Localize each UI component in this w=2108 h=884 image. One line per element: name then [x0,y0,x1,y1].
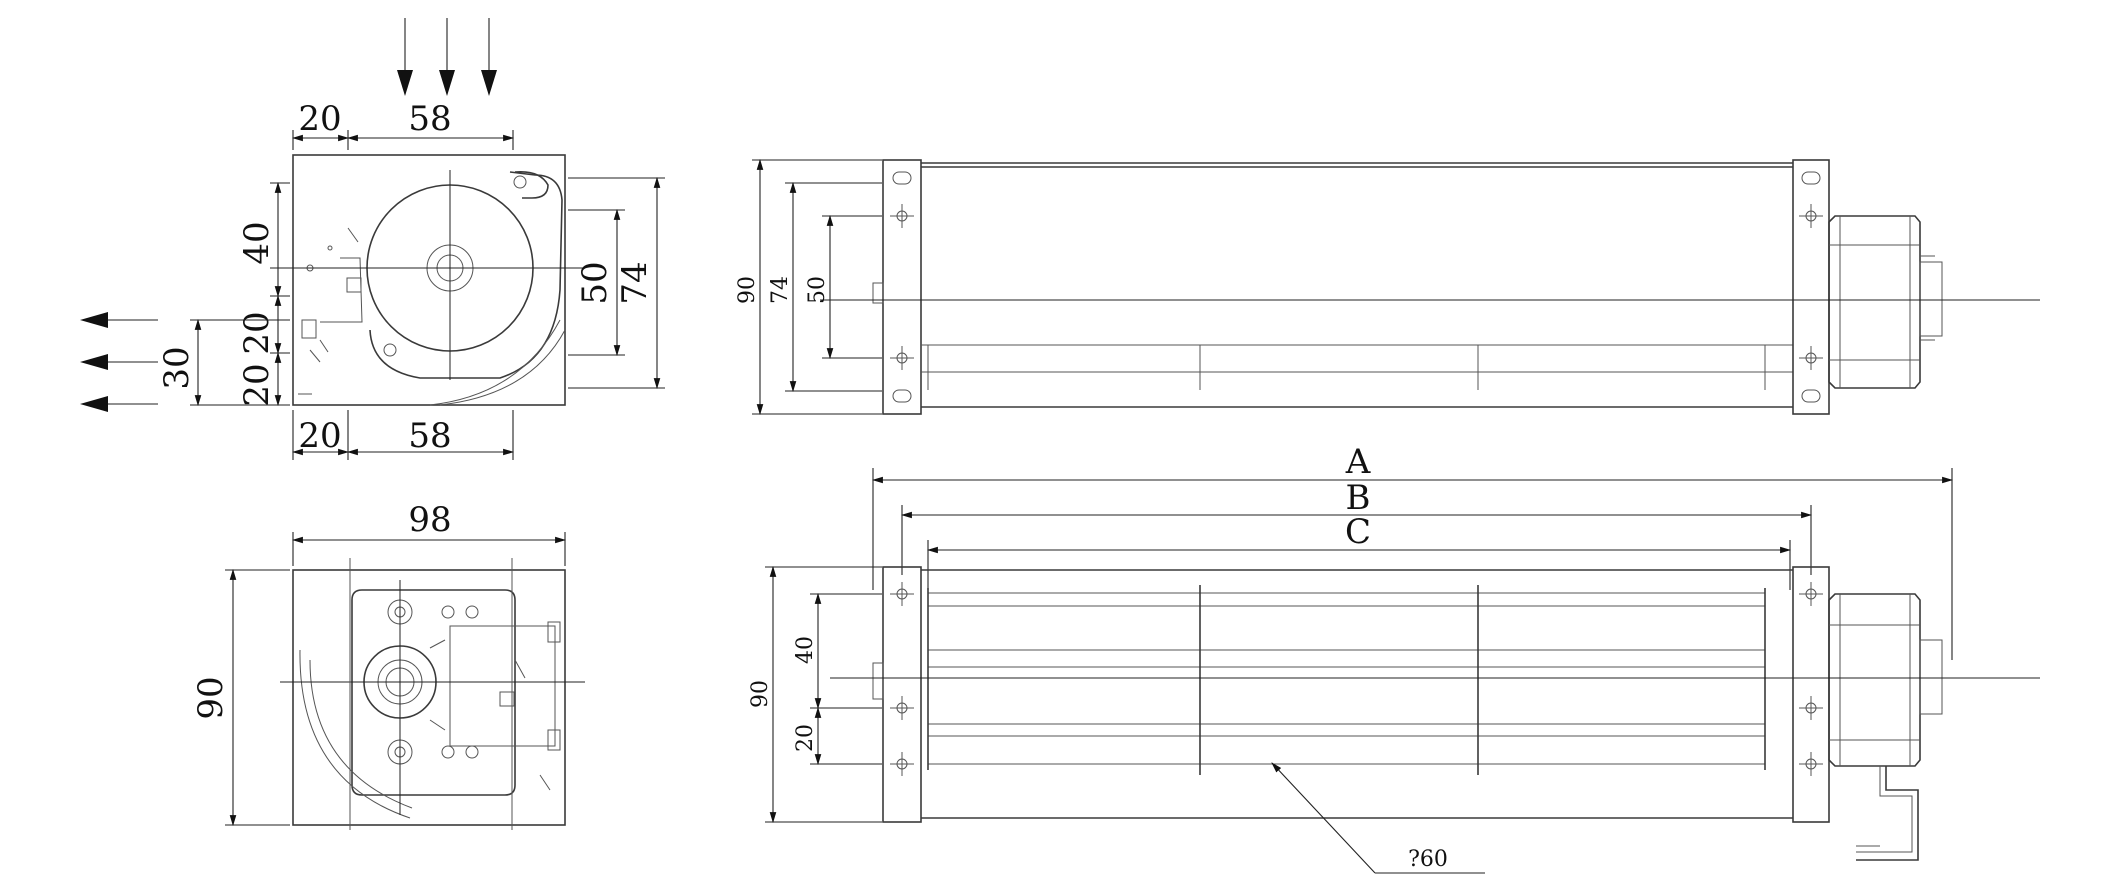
dim-diameter-60: ?60 [1408,847,1448,872]
dim-bot-58: 58 [408,416,451,456]
dim-side-50: 50 [805,276,830,304]
dim-side-90: 90 [735,276,760,304]
end-view-top: 20 58 40 20 20 30 50 74 20 58 [80,18,665,460]
dim-left-20a: 20 [237,311,277,354]
dim-left-40: 40 [237,221,277,264]
dim-front-90: 90 [748,680,773,708]
dim-right-50: 50 [575,261,615,304]
front-view-bottom: A B C [748,442,2040,874]
end-view-bottom: 98 90 [191,500,585,830]
dim-top-58: 58 [408,99,451,139]
dim-front-20: 20 [793,724,818,752]
airflow-out-arrows [80,312,158,412]
dim-end-98: 98 [408,500,451,540]
dim-left-20b: 20 [237,363,277,406]
airflow-in-arrows [397,18,497,96]
dim-end-90: 90 [191,676,231,719]
dim-B: B [1346,478,1371,518]
dim-A: A [1345,442,1371,482]
dim-front-40: 40 [793,636,818,664]
dim-C: C [1345,512,1371,552]
side-view-top: 90 74 50 [735,158,2040,416]
dim-top-20: 20 [298,99,341,139]
dim-left-30: 30 [157,346,197,389]
dim-bot-20: 20 [298,416,341,456]
dim-side-74: 74 [768,276,793,304]
motor-end-outline [292,569,566,826]
housing-outline [292,154,566,406]
dim-right-74: 74 [615,261,655,304]
